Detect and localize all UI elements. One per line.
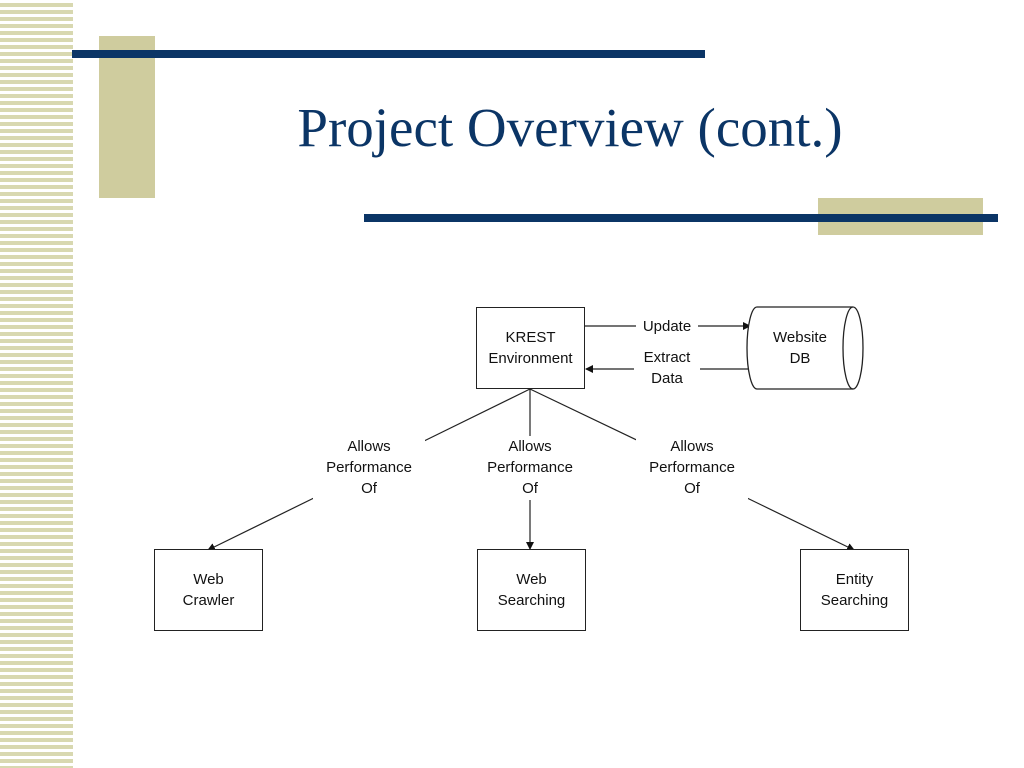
title-accent-block-left — [99, 36, 155, 198]
web-crawler-label-line1: Web — [193, 571, 224, 588]
allows-left-line-upper — [419, 388, 531, 444]
web-crawler-label-line2: Crawler — [182, 592, 235, 609]
allows-left-line-lower — [207, 494, 321, 551]
web-searching-label-line1: Web — [516, 571, 547, 588]
website-db-cylinder-shape — [746, 306, 864, 390]
entity-searching-label-line1: Entity — [835, 571, 874, 588]
bottom-rule — [364, 214, 998, 222]
slide-title: Project Overview (cont.) — [297, 97, 843, 158]
top-rule — [72, 50, 705, 58]
krest-environment-box: KREST Environment — [476, 307, 585, 389]
web-searching-label-line2: Searching — [497, 592, 566, 609]
krest-label-line2: Environment — [488, 350, 573, 367]
allows-right-line-lower — [744, 496, 855, 551]
left-stripe-decoration — [0, 0, 73, 768]
update-edge-label: Update — [636, 316, 698, 337]
krest-label-line1: KREST — [505, 329, 556, 346]
entity-searching-label-line2: Searching — [820, 592, 889, 609]
allows-right-line-upper — [529, 388, 644, 444]
